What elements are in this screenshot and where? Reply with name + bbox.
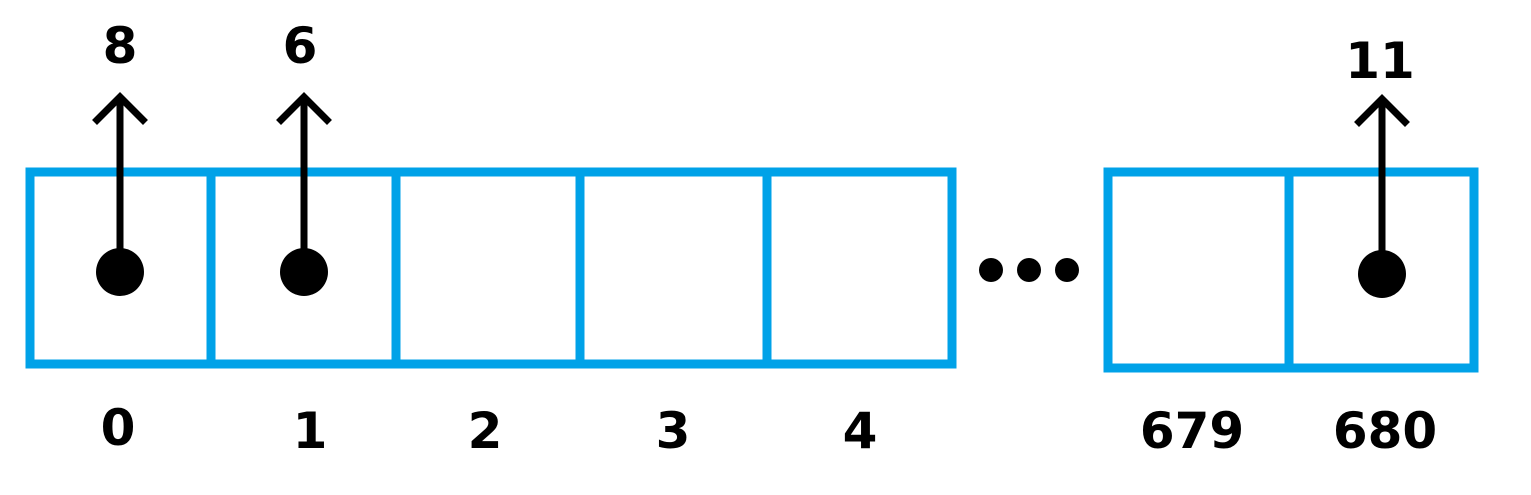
pointer-dot [96, 248, 144, 296]
pointer-0 [92, 92, 148, 296]
pointer-1 [276, 92, 332, 296]
index-label-0: 0 [101, 399, 136, 457]
pointer-value-0: 8 [103, 17, 138, 75]
cell-group-left [25, 167, 957, 369]
pointer-value-1: 6 [283, 17, 318, 75]
pointer-680 [1354, 94, 1410, 298]
pointer-value-680: 11 [1345, 32, 1415, 90]
array-cell-679 [1103, 167, 1294, 373]
array-cell-3 [575, 167, 772, 369]
ellipsis-dot [979, 258, 1003, 282]
index-label-4: 4 [843, 402, 878, 460]
array-cell-2 [391, 167, 585, 369]
index-label-2: 2 [468, 402, 503, 460]
index-label-680: 680 [1333, 402, 1437, 460]
cell-group-right [1103, 167, 1479, 373]
ellipsis-dot [1055, 258, 1079, 282]
index-label-1: 1 [293, 402, 328, 460]
ellipsis-dot [1017, 258, 1041, 282]
index-label-679: 679 [1140, 402, 1244, 460]
pointer-dot [1358, 250, 1406, 298]
array-cell-4 [762, 167, 957, 369]
index-label-3: 3 [656, 402, 691, 460]
ellipsis [979, 258, 1079, 282]
pointer-dot [280, 248, 328, 296]
